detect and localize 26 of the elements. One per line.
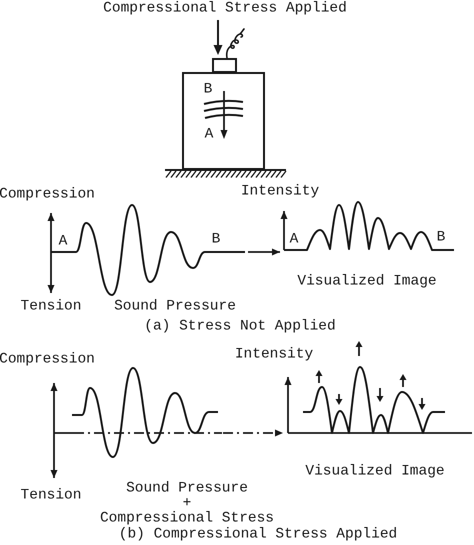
axis-label: Intensity xyxy=(240,184,320,200)
point-label: B xyxy=(204,82,212,98)
point-label: A xyxy=(204,127,214,143)
waveform-plot xyxy=(46,203,248,298)
figure-caption: (a) Stress Not Applied xyxy=(144,319,336,335)
arrow xyxy=(248,248,280,256)
axis-label: Intensity xyxy=(234,347,314,363)
intensity-plot xyxy=(280,200,456,253)
figure-caption: (b) Compressional Stress Applied xyxy=(118,527,398,543)
point-label: A xyxy=(58,234,68,250)
point-label: A xyxy=(290,232,298,248)
specimen-block xyxy=(182,72,265,170)
axis-label: Tension xyxy=(20,299,82,315)
plot-caption: Visualized Image xyxy=(305,464,445,480)
axis-label: Tension xyxy=(20,488,82,504)
axis-label: Compression xyxy=(0,352,95,368)
point-label: B xyxy=(436,230,446,246)
dash-dot-arrow xyxy=(223,430,283,436)
plot-caption: Sound Pressure xyxy=(114,299,236,315)
plot-caption: Sound Pressure + Compressional Stress xyxy=(100,482,274,526)
plot-caption: Visualized Image xyxy=(297,274,437,290)
waveform-plot xyxy=(49,366,223,480)
stress-label: Compressional Stress Applied xyxy=(103,1,347,17)
intensity-plot xyxy=(283,365,473,436)
axis-label: Compression xyxy=(0,187,95,203)
point-label: B xyxy=(212,232,220,248)
